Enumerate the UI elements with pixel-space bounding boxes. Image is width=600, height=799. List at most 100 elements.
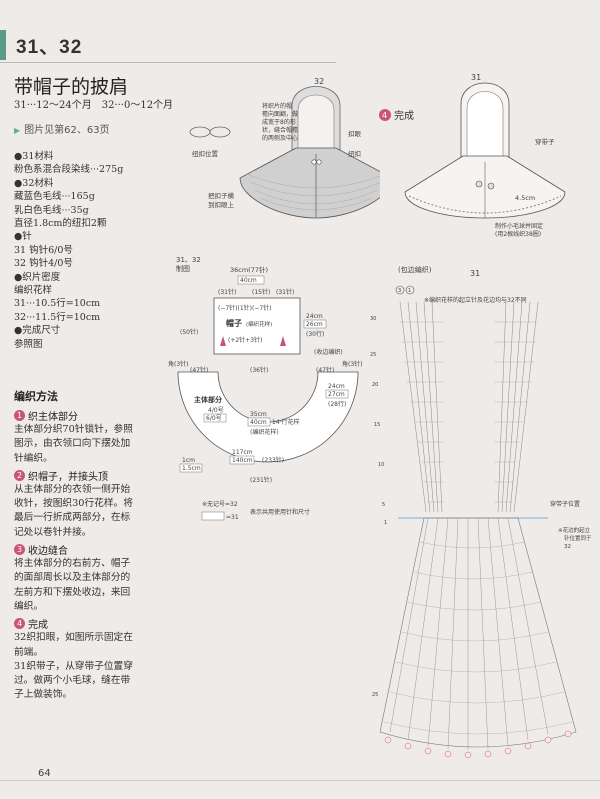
step-line: 的面部周长以及主体部分的: [14, 572, 131, 584]
hood-height-stitch: (50针): [180, 328, 198, 336]
stitch-label: (31针): [218, 288, 236, 296]
arrow-up-icon: [280, 336, 286, 346]
buttonhole-sketch: [209, 126, 231, 138]
material-line: 粉色系混合段染线···275g: [14, 164, 124, 176]
hood-opening: [466, 91, 504, 163]
right-height-32: 27cm: [328, 391, 345, 398]
row-marker-5: 5: [382, 502, 385, 508]
material-line: 藏蓝色毛线···165g: [14, 191, 95, 203]
step-line: 过。做两个小毛球，缝在带: [14, 675, 131, 687]
hood-pattern-label: (编织花样): [246, 320, 272, 328]
row-marker-15: 15: [374, 422, 380, 428]
scallop-border: [384, 730, 572, 759]
arrow-up-icon: [220, 336, 226, 346]
pompom-icon: [475, 180, 483, 188]
button-position-label: 纽扣位置: [192, 149, 219, 158]
row-marker-label: 1: [408, 288, 411, 294]
body-hook-label-31: 6/0号: [206, 415, 222, 422]
body-stitch-columns: [389, 517, 549, 750]
hood-top-width-32: 40cm: [240, 277, 257, 284]
edge-width-32: 1.5cm: [182, 465, 201, 472]
material-line: 直径1.8cm的纽扣2颗: [14, 218, 107, 230]
materials-list: ●31材料 粉色系混合段染线···275g ●32材料 藏蓝色毛线···165g…: [14, 150, 164, 351]
illustration-32: 32 纽扣位置 将织片的帽 檐向面翻，做 成宽于8的形 状，缝合帽檐 的两侧及中…: [189, 77, 380, 219]
step-line: 32织扣眼，如图所示固定在: [14, 632, 133, 644]
note-line: ※花边的起立: [558, 526, 591, 534]
step-text: 主体部分织70针锁针，参照 图示，由衣领口向下摆处加 针编织。: [14, 423, 164, 466]
body-ring: [177, 371, 359, 463]
row-markers: 30 25 20 15 10 5 1 25: [370, 316, 387, 698]
step-line: 31织带子，从穿带子位置穿: [14, 660, 133, 672]
edge-note: ※花边的起立 针位置同于 32: [558, 526, 593, 550]
hood-opening: [297, 94, 335, 153]
diagram-31-label: 31: [471, 73, 481, 82]
finish-step-icon: [379, 109, 391, 121]
schematic-title-line: 制图: [176, 264, 190, 273]
step-number: 4: [14, 618, 25, 630]
hood-stitch-columns: [399, 301, 539, 513]
step-line: 前端。: [14, 646, 44, 658]
edging-label: (包边编织): [398, 265, 432, 274]
step-line: 收针，按图织30行花样。将: [14, 498, 133, 510]
material-line: 31···10.5行=10cm: [14, 298, 101, 310]
body-rows: 14·行花样: [272, 418, 300, 426]
hood-top-width: 36cm(77针): [230, 265, 268, 274]
step-number: 3: [14, 544, 25, 556]
strap-position-label: 穿带子位置: [550, 500, 580, 508]
step-line: 图示，由衣领口向下摆处加: [14, 438, 131, 450]
bottom-stitch: (233针): [262, 456, 284, 464]
bottom-width-31: 117cm: [232, 449, 253, 456]
row-marker-10: 10: [378, 462, 384, 468]
row-marker-20: 20: [372, 382, 378, 388]
row-marker-icon: [395, 285, 405, 295]
hood-side-height-32: 26cm: [306, 321, 323, 328]
step-text: 32织扣眼，如图所示固定在 前端。 31织带子，从穿带子位置穿 过。做两个小毛球…: [14, 631, 164, 702]
fold-note: 把扣子横 到扣眼上: [208, 191, 236, 209]
diagram-32-label: 32: [314, 77, 324, 86]
see-pictures-ref: ▶图片见第62、63页: [14, 121, 110, 136]
right-height-31: 24cm: [328, 383, 345, 390]
schematic-title-line: 31、32: [176, 256, 201, 264]
finish-label: 完成: [394, 109, 414, 122]
pompom-icon: [487, 182, 495, 190]
size-box-32: [303, 319, 327, 329]
crochet-chart: (包边编织) 31 ※编织花样的起立针及花边均与32不同 3 1 穿带子位置 ※…: [370, 265, 593, 759]
step-line: 主体部分织70针锁针，参照: [14, 424, 133, 435]
step-line: 记处以卷针并接。: [14, 526, 92, 538]
diagram32-note: 将织片的帽 檐向面翻，做 成宽于8的形 状，缝合帽檐 的两侧及中心: [262, 102, 300, 142]
buttonhole-label: 扣眼: [348, 129, 362, 138]
note-line: 针位置同于: [564, 534, 592, 542]
row-marker-1: 1: [384, 520, 387, 526]
body-pattern: (编织花样): [250, 428, 279, 436]
note-line: 的两侧及中心: [262, 134, 298, 142]
button-label: 纽扣: [348, 149, 361, 158]
size-range: 31···12～24个月 32···0～12个月: [14, 100, 174, 111]
step-text: 从主体部分的衣领一侧开始 收针，按图织30行花样。将 最后一行折成两部分，在标 …: [14, 483, 164, 540]
stitch-label: (31针): [276, 288, 294, 296]
see-pictures-text: 图片见第62、63页: [24, 125, 110, 136]
neck-stitch: (36针): [250, 366, 268, 374]
step-text: 将主体部分的右前方、帽子 的面部周长以及主体部分的 左前方和下摆处收边，来回 编…: [14, 557, 164, 614]
illustration-31: 31 4 完成 穿带子 4.5cm 制作小毛球并固定 (用2根线织38圈): [379, 73, 566, 238]
step-line: 从主体部分的衣领一侧开始: [14, 483, 131, 495]
button-icon: [316, 159, 322, 165]
schematic-title: 31、32 制图: [176, 256, 203, 273]
buttonhole-sketch: [189, 126, 211, 138]
note-line: 32: [564, 544, 571, 550]
note-box-label: =31: [226, 514, 239, 521]
step-line: 左前方和下摆处收边，来回: [14, 586, 131, 598]
decrease-label: (−7针)(1针)(−7针): [218, 304, 272, 312]
body-fan-outline: [379, 517, 577, 748]
material-line: 乳白色毛线···35g: [14, 204, 89, 216]
body-hook-label: 4/0号: [208, 407, 224, 414]
step-line: 针编织。: [14, 452, 53, 464]
note-line: (用2根线织38圈): [495, 230, 541, 238]
note-line: 将织片的帽: [262, 102, 292, 110]
material-line: 编织花样: [14, 285, 53, 297]
size-box-32: [247, 417, 271, 427]
button-icon: [311, 159, 317, 165]
